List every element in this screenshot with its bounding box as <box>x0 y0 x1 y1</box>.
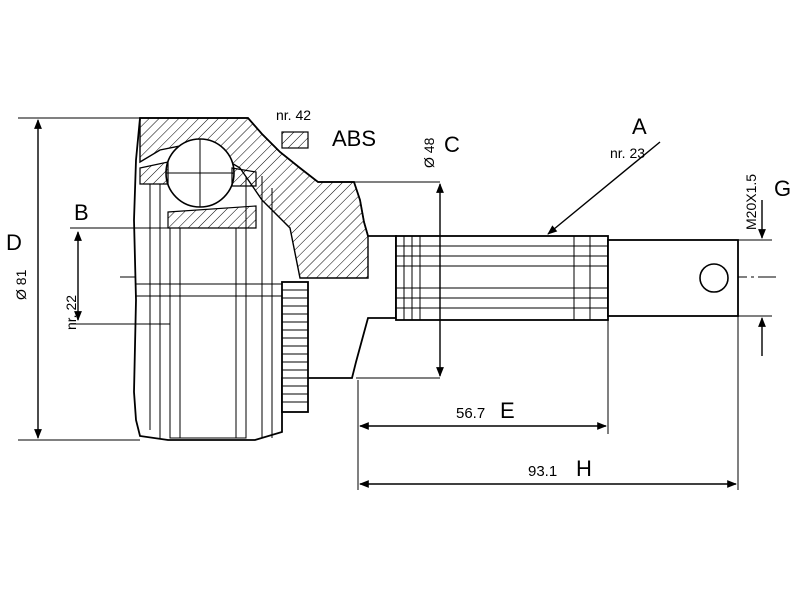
label-nr42: nr. 42 <box>276 107 311 123</box>
label-e: E <box>500 398 515 423</box>
label-a: A <box>632 114 647 139</box>
outer-housing <box>133 117 397 441</box>
cotter-pin-hole <box>699 263 729 293</box>
label-d: D <box>6 230 22 255</box>
dim-e <box>357 320 609 490</box>
threaded-end <box>607 239 739 317</box>
label-dim-e: 56.7 <box>456 405 485 422</box>
dim-g <box>738 200 772 356</box>
label-g: G <box>774 176 791 201</box>
dim-b <box>70 227 170 325</box>
label-d48: Ø 48 <box>421 137 437 168</box>
label-nr23: nr. 23 <box>610 145 645 161</box>
label-m20: M20X1.5 <box>743 174 759 230</box>
label-dim-h: 93.1 <box>528 463 557 480</box>
label-abs: ABS <box>332 126 376 151</box>
label-d81: Ø 81 <box>13 269 29 300</box>
dim-d <box>18 117 140 441</box>
dim-h <box>359 316 739 490</box>
splined-shaft <box>395 235 609 321</box>
dim-c <box>354 181 444 379</box>
leader-a <box>547 141 661 235</box>
abs-ring-marker <box>281 131 309 149</box>
label-nr22: nr. 22 <box>63 295 79 330</box>
label-h: H <box>576 456 592 481</box>
label-c: C <box>444 132 460 157</box>
abs-ring <box>281 281 309 413</box>
label-b: B <box>74 200 89 225</box>
